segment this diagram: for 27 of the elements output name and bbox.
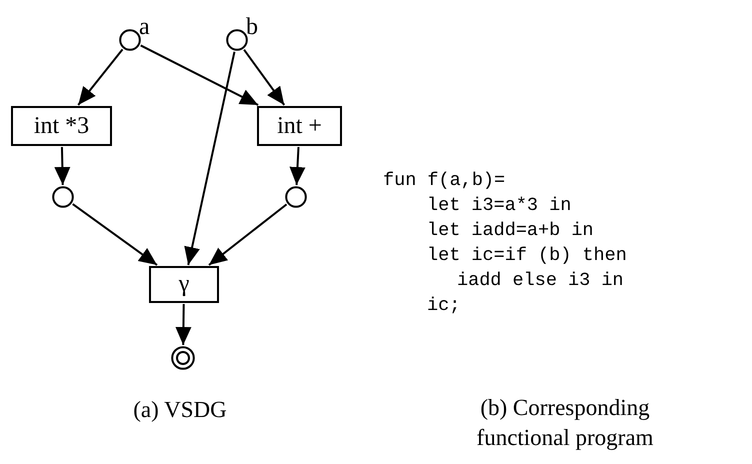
arrow xyxy=(184,52,236,266)
operation-box: int + xyxy=(257,106,342,146)
code-line: let ic=if (b) then xyxy=(427,247,627,266)
code-line: let i3=a*3 in xyxy=(427,197,572,216)
operation-box: γ xyxy=(149,266,219,303)
arrow xyxy=(54,146,70,186)
node-label: b xyxy=(246,15,258,39)
code-line: let iadd=a+b in xyxy=(427,222,594,240)
arrow xyxy=(77,48,124,106)
value-node-circle xyxy=(52,186,74,208)
value-node-circle xyxy=(285,186,307,208)
node-label: a xyxy=(139,15,150,39)
arrow xyxy=(208,204,288,266)
code-line: ic; xyxy=(427,297,460,316)
value-node-circle xyxy=(119,29,141,51)
arrow xyxy=(140,44,259,106)
code-line: iadd else i3 in xyxy=(457,272,624,290)
code-line: fun f(a,b)= xyxy=(383,172,506,190)
arrow xyxy=(175,304,192,346)
caption: (b) Corresponding functional program xyxy=(476,394,654,452)
value-node-circle xyxy=(226,29,248,51)
arrow xyxy=(289,146,306,186)
output-node-circle xyxy=(171,346,195,370)
arrow xyxy=(243,49,286,106)
caption: (a) VSDG xyxy=(132,396,228,424)
arrow xyxy=(72,203,158,266)
operation-box: int *3 xyxy=(11,106,112,146)
